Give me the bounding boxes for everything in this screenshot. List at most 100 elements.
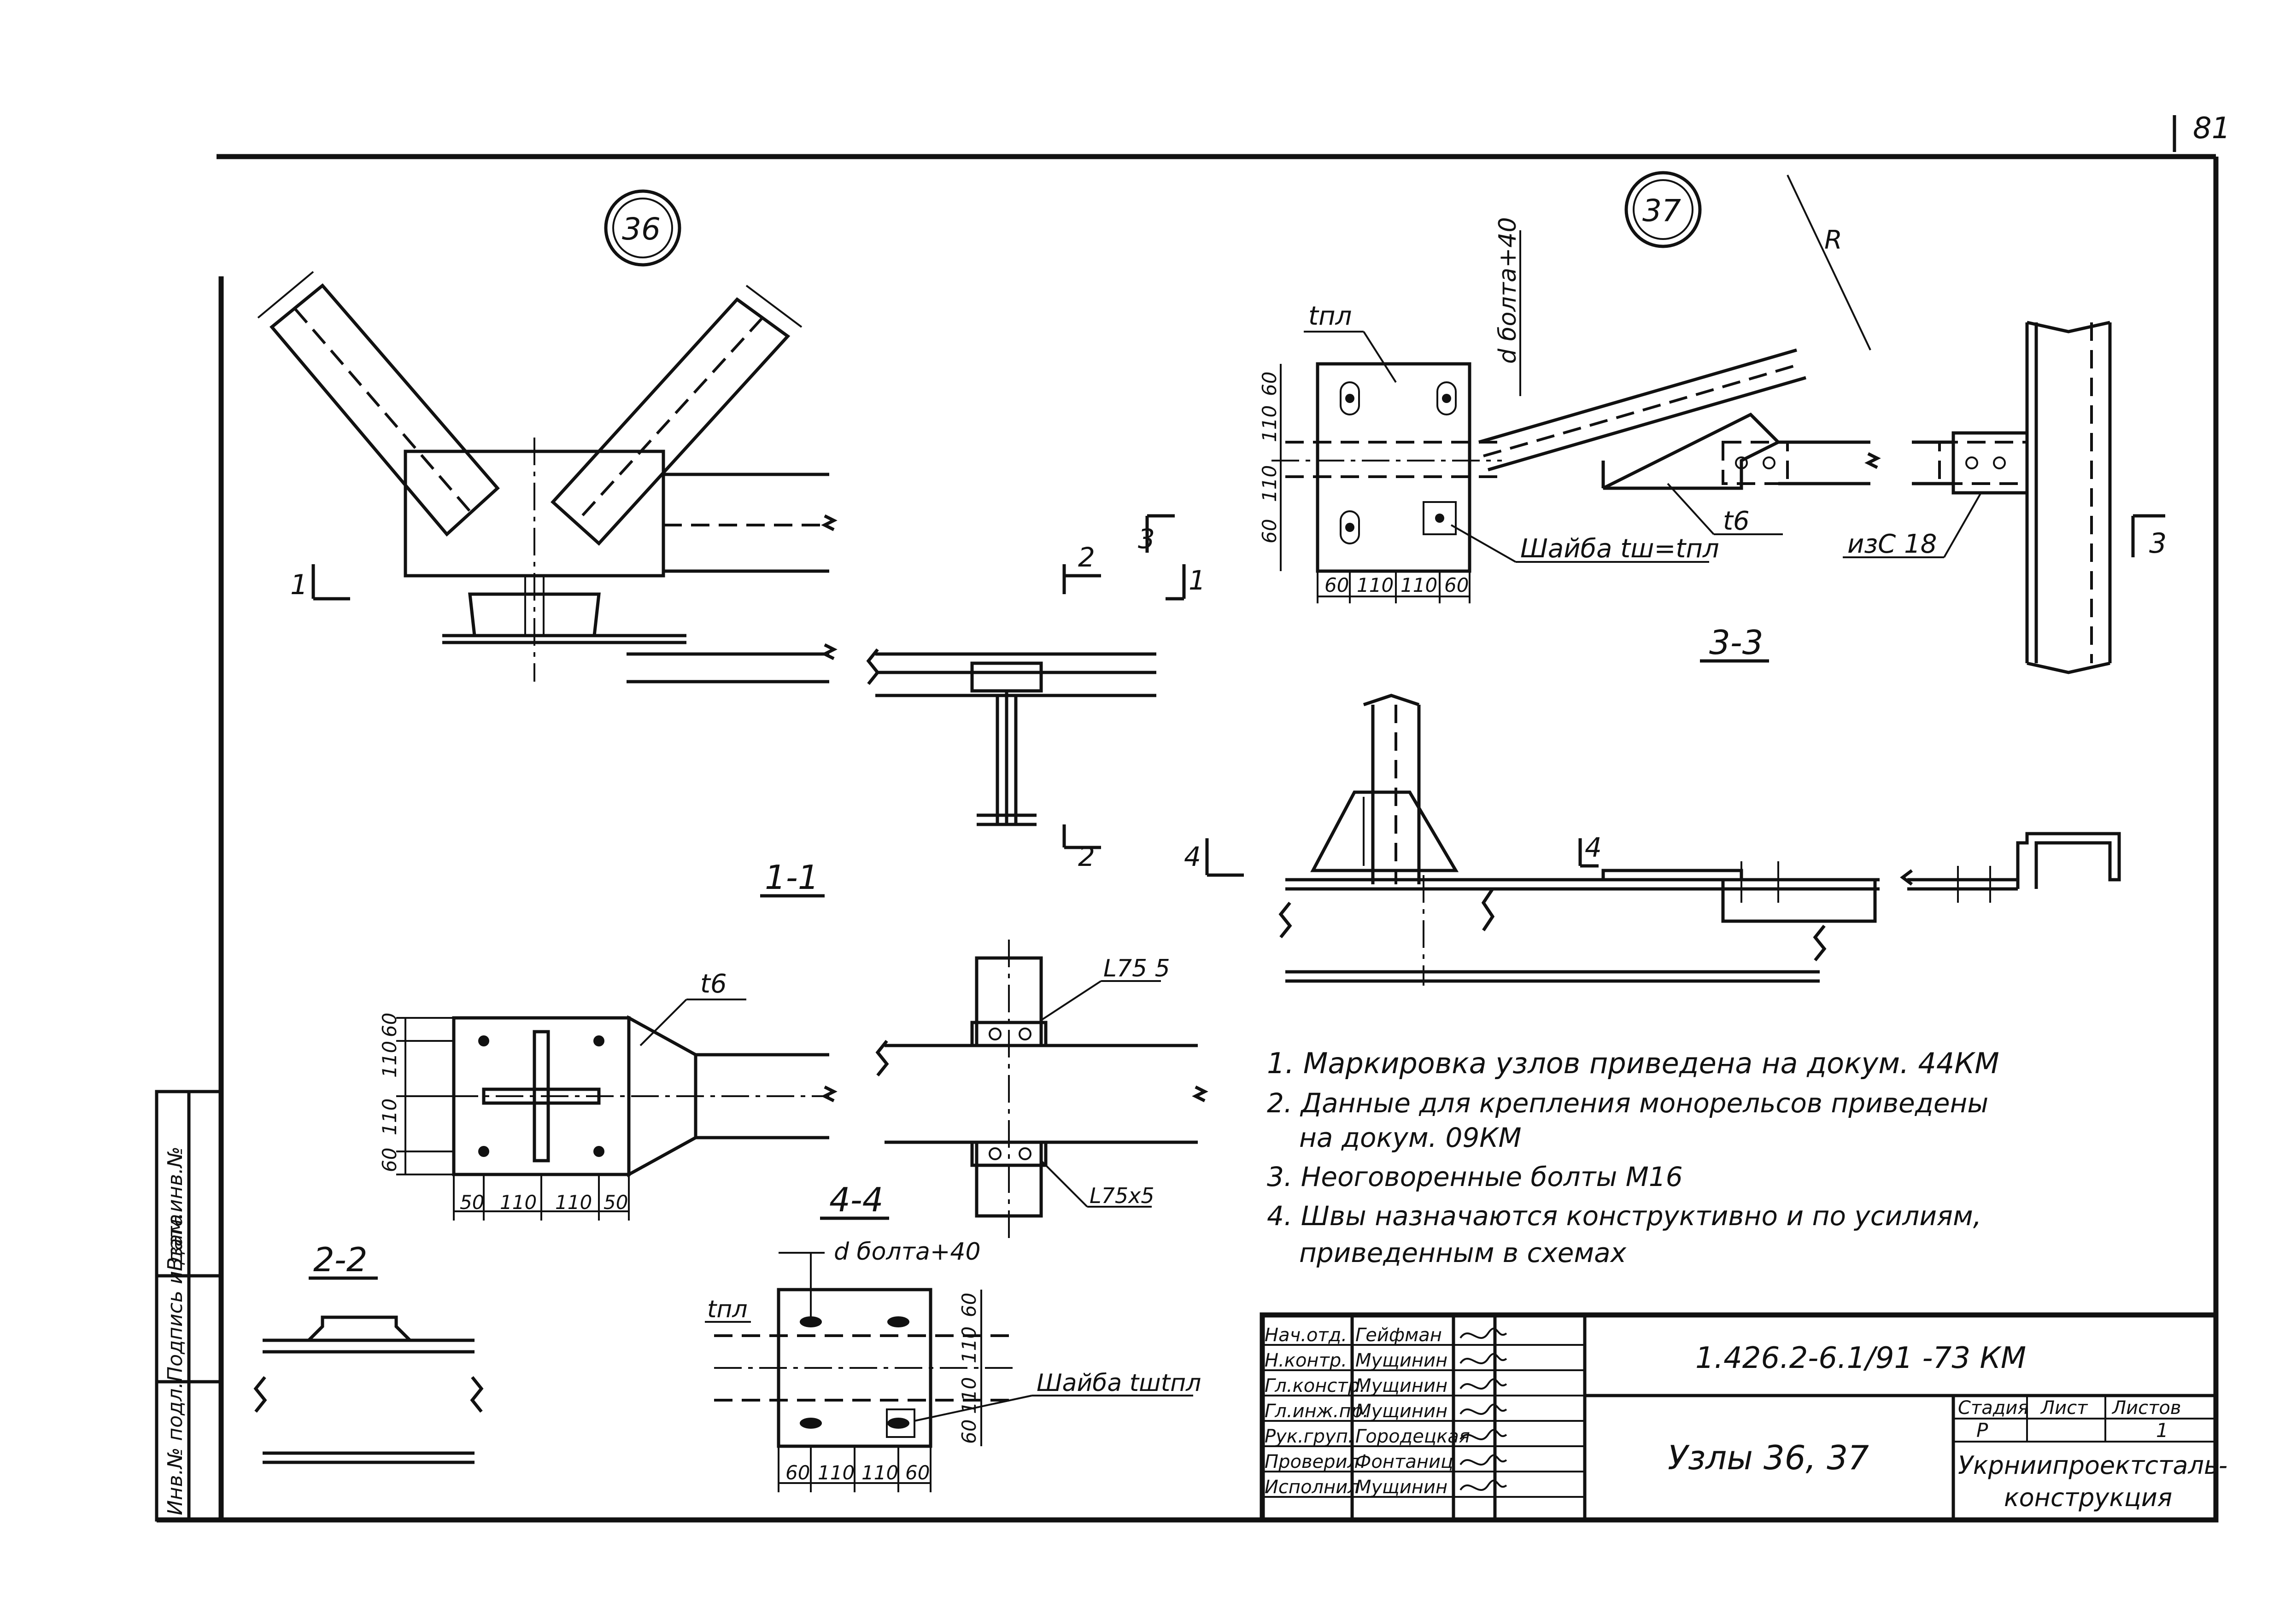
node-36-plate-detail: 60 110 110 60 50 110 110 50 t6: [378, 969, 838, 1221]
node-37-plate-view: 60 110 110 60 60 110 110 60 d болта+40 t…: [1258, 217, 1719, 603]
cut-1b-label: 1: [1189, 565, 1206, 596]
section-4-4-drawing: d болта+40 tпл 60 110 110 60 60 110 110 …: [705, 1238, 1201, 1492]
t6-label-b: t6: [1723, 506, 1750, 536]
section-2-2-drawing: [253, 1315, 484, 1464]
radius-label: R: [1824, 225, 1842, 255]
section-2-2-title: 2-2: [313, 1240, 368, 1279]
note-4: 4. Швы назначаются конструктивно и по ус…: [1267, 1200, 1981, 1232]
section-1-1-title: 1-1: [765, 858, 819, 897]
washer-label-37: Шайба tш=tпл: [1520, 534, 1719, 564]
cut-1-label: 1: [290, 569, 308, 601]
d-bolt-label-44: d болта+40: [834, 1238, 981, 1266]
title-block: Нач.отд. Н.контр. Гл.констр. Гл.инж.пр. …: [1260, 1312, 2227, 1523]
dim44-h-1: 60: [785, 1461, 810, 1484]
dim44-h-2: 110: [818, 1461, 855, 1484]
note-1: 1. Маркировка узлов приведена на докум. …: [1267, 1046, 1999, 1080]
note-2b: на докум. 09КМ: [1299, 1122, 1522, 1153]
dim37-h-1: 60: [1324, 574, 1349, 596]
role-6: Проверил: [1265, 1451, 1359, 1472]
dim44-h-3: 110: [861, 1461, 898, 1484]
cut-marks-2-3: 2 3 1: [1062, 514, 1206, 601]
name-5: Городецкая: [1355, 1426, 1470, 1447]
section-3-3-title: 3-3: [1709, 623, 1764, 662]
node-36-label: 36: [622, 211, 661, 247]
dim44-v-2: 110: [958, 1326, 980, 1363]
dim-v-1: 60: [378, 1013, 401, 1037]
name-2: Мущинин: [1355, 1350, 1447, 1371]
dim-v-3: 110: [378, 1098, 401, 1135]
stage-header: Стадия: [1958, 1397, 2028, 1419]
channel-label: изC 18: [1847, 529, 1937, 559]
role-1: Нач.отд.: [1265, 1325, 1347, 1346]
cut-4-label: 4: [1184, 841, 1201, 872]
notes-block: 1. Маркировка узлов приведена на докум. …: [1267, 1046, 1999, 1268]
cut-2-label: 2: [1078, 542, 1095, 573]
name-1: Гейфман: [1355, 1325, 1442, 1346]
side-stamp-sign: Подпись и дата: [164, 1214, 187, 1382]
dim37-h-4: 60: [1444, 574, 1469, 596]
sheets-value: 1: [2156, 1419, 2168, 1442]
dim37-v-2: 110: [1258, 405, 1281, 442]
dim44-h-4: 60: [905, 1461, 930, 1484]
dim37-v-1: 60: [1258, 372, 1281, 396]
dim37-v-3: 110: [1258, 465, 1281, 502]
beam-angle-detail: L75 5 L75x5: [875, 940, 1208, 1244]
org-line-2: конструкция: [2004, 1483, 2172, 1512]
side-stamp-inv: Инв.№ подл.: [164, 1382, 187, 1515]
name-4: Мущинин: [1355, 1401, 1447, 1422]
doc-code: 1.426.2-6.1/91 -73 КМ: [1695, 1341, 2026, 1375]
tpl-label-44: tпл: [707, 1296, 748, 1323]
sheet-header: Лист: [2040, 1397, 2088, 1419]
role-7: Исполнил: [1265, 1477, 1359, 1498]
name-7: Мущинин: [1355, 1477, 1447, 1498]
dim-h-1: 50: [460, 1191, 484, 1214]
dim-h-4: 50: [604, 1191, 628, 1214]
sheets-header: Листов: [2111, 1397, 2181, 1419]
angle-label-2: L75x5: [1090, 1183, 1154, 1208]
dim37-h-2: 110: [1357, 574, 1394, 596]
dim37-h-3: 110: [1400, 574, 1437, 596]
org-line-1: Укрниипроектсталь-: [1958, 1451, 2227, 1480]
section-4-4-title: 4-4: [829, 1180, 884, 1219]
section-3-3-drawing: 4 4: [1184, 694, 2121, 986]
column-channel: изC 18 3: [1843, 321, 2167, 674]
cut-2b-label: 2: [1078, 841, 1095, 872]
node-37-marker: 37: [1624, 171, 1702, 248]
arch-member: R t6: [1478, 175, 1881, 536]
side-stamp: Инв.№ подл. Подпись и дата Взам.инв.№: [155, 1090, 223, 1522]
cut-3-label: 3: [1138, 523, 1155, 555]
note-2: 2. Данные для крепления монорельсов прив…: [1267, 1087, 1988, 1119]
node-37-label: 37: [1642, 193, 1681, 228]
name-6: Фонтаниц: [1355, 1451, 1453, 1472]
t6-label-a: t6: [700, 969, 727, 999]
cut-4b-label: 4: [1585, 832, 1602, 863]
side-stamp-replace: Взам.инв.№: [164, 1146, 187, 1271]
dim37-v-4: 60: [1258, 519, 1281, 543]
washer-label-44: Шайба tшtпл: [1037, 1369, 1201, 1397]
node-36-marker: 36: [604, 189, 681, 267]
name-3: Мущинин: [1355, 1375, 1447, 1396]
tpl-label-37: tпл: [1308, 301, 1352, 331]
angle-label-1: L75 5: [1103, 955, 1170, 982]
note-3: 3. Неоговоренные болты М16: [1267, 1161, 1683, 1192]
note-4b: приведенным в схемах: [1299, 1237, 1627, 1268]
role-3: Гл.констр.: [1265, 1375, 1365, 1396]
drawing-title: Узлы 36, 37: [1668, 1438, 1869, 1477]
dim44-v-4: 60: [958, 1420, 980, 1444]
node-36-main-view: 1: [257, 271, 838, 683]
role-5: Рук.груп.: [1265, 1426, 1354, 1447]
cut-3b-label: 3: [2149, 527, 2167, 560]
dim-v-4: 60: [378, 1148, 401, 1172]
stage-value: Р: [1976, 1419, 1988, 1442]
dim-h-3: 110: [555, 1191, 592, 1214]
dim-h-2: 110: [500, 1191, 537, 1214]
signatures: [1459, 1327, 1507, 1491]
page-number: 81: [2193, 111, 2230, 146]
d-bolt-label-37: d болта+40: [1494, 217, 1522, 364]
section-1-1-drawing: 2: [866, 648, 1156, 872]
dim44-v-1: 60: [958, 1293, 980, 1317]
dim-v-2: 110: [378, 1041, 401, 1078]
role-2: Н.контр.: [1265, 1350, 1347, 1371]
role-4: Гл.инж.пр.: [1265, 1401, 1369, 1422]
